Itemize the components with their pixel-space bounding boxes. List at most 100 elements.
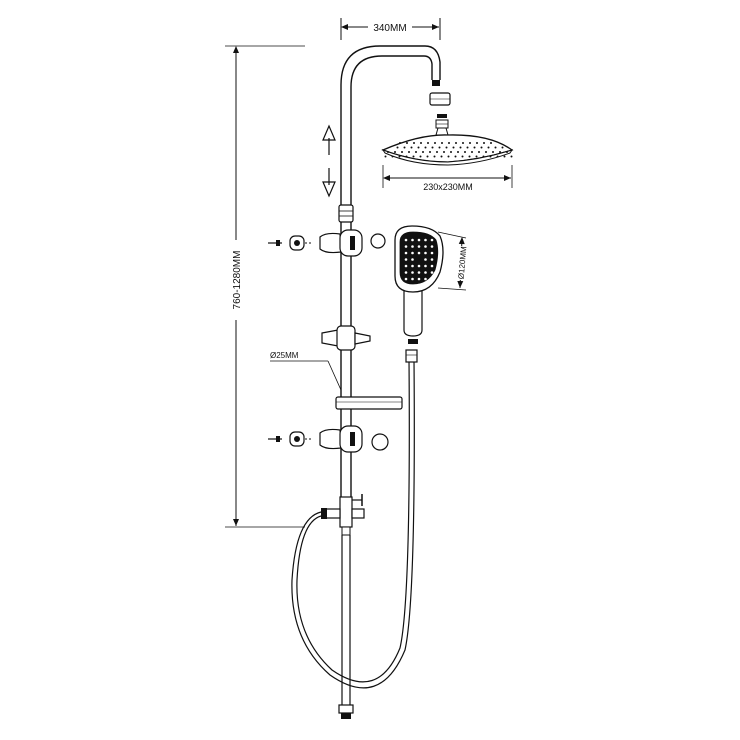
hand-shower-diameter-dimension: Ø120MM [437,231,469,291]
nozzle-dot [398,155,401,158]
nozzle-dot [478,151,480,153]
head-connector [429,80,451,136]
nozzle-dot [469,142,471,144]
nozzle-dot [413,142,415,144]
nozzle-dot [445,146,448,149]
nozzle-dot [438,146,441,149]
nozzle-dot [433,155,436,158]
nozzle-dot [503,155,506,158]
nozzle-dot [404,238,408,242]
nozzle-dot [412,155,415,158]
nozzle-dot [506,151,508,153]
lower-wall-bracket [268,425,389,453]
nozzle-dot [429,151,431,153]
nozzle-dot [424,251,427,255]
soap-shelf [335,396,403,410]
nozzle-dot [482,155,485,158]
hand-shower [394,225,444,344]
nozzle-dot [487,146,490,149]
nozzle-dot [427,142,429,144]
nozzle-dot [476,142,478,144]
nozzle-dot [457,151,459,153]
nozzle-dot [394,151,396,153]
nozzle-dot [396,146,399,149]
nozzle-dot [483,142,485,144]
nozzle-dot [424,271,427,274]
nozzle-dot [406,142,408,144]
nozzle-dot [440,155,443,158]
nozzle-dot [411,251,414,255]
nozzle-dot [452,146,455,149]
nozzle-dot [480,146,483,149]
head-size-label: 230x230MM [423,182,473,192]
upper-wall-bracket [268,229,386,257]
nozzle-dot [420,142,422,144]
nozzle-dot [430,277,434,281]
nozzle-dot [411,258,414,261]
arm-length-label: 340MM [373,23,406,34]
nozzle-dot [468,155,471,158]
nozzle-dot [424,264,427,268]
nozzle-dot [424,277,427,281]
adjust-arrow-icon [322,124,336,198]
nozzle-dot [417,245,421,248]
nozzle-dot [475,155,478,158]
nozzle-dot [450,151,452,153]
nozzle-dot [404,277,408,281]
nozzle-dot [417,264,421,268]
anchor-plug-icon [289,431,305,447]
nozzle-dot [405,155,408,158]
nozzle-dot [441,142,443,144]
nozzle-dot [399,142,401,144]
nozzle-dot [430,271,434,274]
pipe-diameter-label: Ø25MM [270,351,299,360]
nozzle-dot [404,271,408,274]
shower-hose [291,349,418,689]
nozzle-dot [499,151,501,153]
nozzle-dot [461,155,464,158]
diverter-valve [321,494,365,536]
nozzle-dot [424,238,427,242]
anchor-plug-icon [289,235,305,251]
nozzle-dot [473,146,476,149]
nozzle-dot [387,151,389,153]
slide-holder [321,325,371,351]
inlet-pipe [338,535,354,719]
nozzle-dot [411,271,414,274]
nozzle-dot [430,258,434,261]
hand-shower-diameter-label: Ø120MM [457,246,469,280]
nozzle-dot [494,146,497,149]
nozzle-dot [434,142,436,144]
screw-icon [268,240,282,246]
cover-cap-icon [371,433,389,451]
nozzle-dot [466,146,469,149]
height-range-label: 760-1280MM [232,251,243,310]
nozzle-dot [424,245,427,248]
nozzle-dot [384,155,387,158]
nozzle-dot [490,142,492,144]
nozzle-dot [411,277,414,281]
nozzle-dot [391,155,394,158]
nozzle-dot [455,142,457,144]
head-size-dimension: 230x230MM [382,165,513,194]
nozzle-dot [431,146,434,149]
nozzle-dot [404,251,408,255]
nozzle-dot [422,151,424,153]
nozzle-dot [510,155,513,158]
height-range-dimension: 760-1280MM [225,45,305,528]
nozzle-dot [436,151,438,153]
nozzle-dot [408,151,410,153]
nozzle-dot [417,146,420,149]
nozzle-dot [447,155,450,158]
nozzle-dot [496,155,499,158]
nozzle-dot [403,146,406,149]
arm-length-dimension: 340MM [340,18,441,40]
nozzle-dot [415,151,417,153]
nozzle-dot [430,238,434,242]
nozzle-dot [492,151,494,153]
nozzle-dot [411,245,414,248]
nozzle-dot [411,238,414,242]
nozzle-dot [426,155,429,158]
